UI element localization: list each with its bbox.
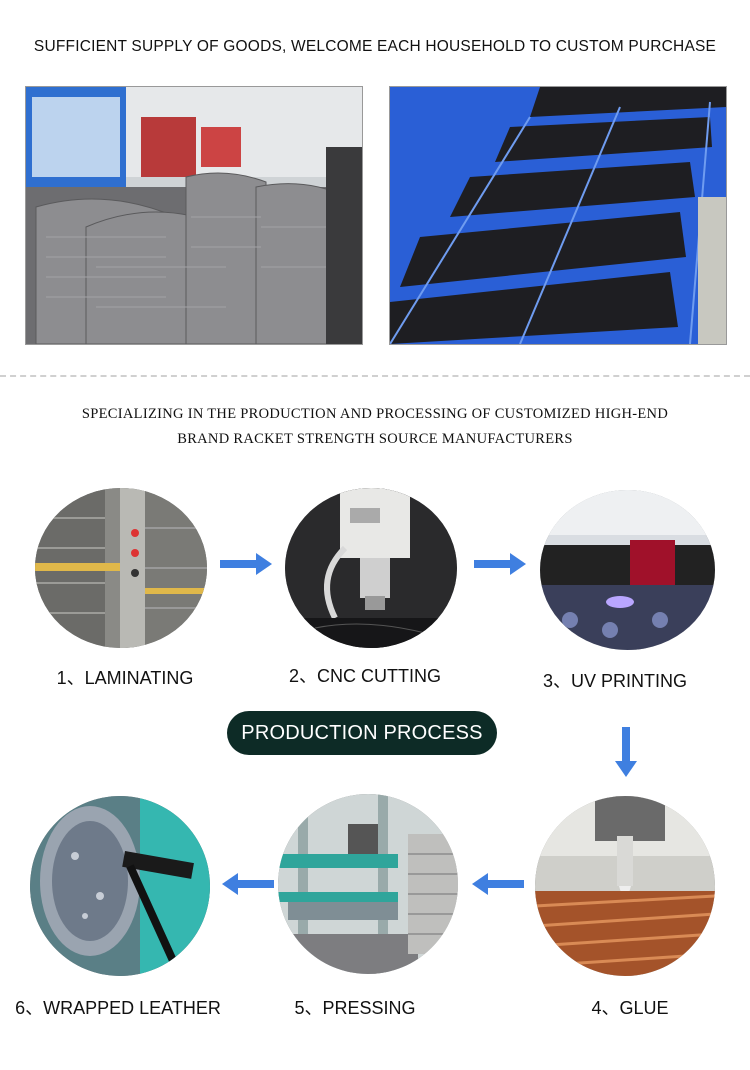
arrow-icon — [472, 873, 524, 895]
step-4-label: 4、GLUE — [591, 998, 669, 1018]
arrow-icon — [615, 727, 637, 777]
arrow-icon — [220, 553, 272, 575]
step-2-image — [285, 488, 457, 648]
intro-subheading: SPECIALIZING IN THE PRODUCTION AND PROCE… — [0, 402, 750, 452]
step-6-image — [30, 796, 210, 976]
step-1-image — [35, 488, 207, 648]
step-5-image — [278, 794, 458, 974]
page-headline: SUFFICIENT SUPPLY OF GOODS, WELCOME EACH… — [33, 38, 717, 55]
step-2-label: 2、CNC CUTTING — [289, 666, 441, 686]
production-process-title: PRODUCTION PROCESS — [227, 711, 497, 755]
step-1-label: 1、LAMINATING — [56, 668, 194, 688]
step-4-image — [535, 796, 715, 976]
section-divider — [0, 375, 750, 377]
step-6-label: 6、WRAPPED LEATHER — [15, 998, 221, 1018]
step-3-image — [540, 490, 715, 650]
intro-line-2: BRAND RACKET STRENGTH SOURCE MANUFACTURE… — [177, 431, 573, 447]
arrow-icon — [222, 873, 274, 895]
warehouse-photo — [25, 86, 363, 345]
baskets-photo — [389, 86, 727, 345]
step-3-label: 3、UV PRINTING — [542, 671, 688, 691]
intro-line-1: SPECIALIZING IN THE PRODUCTION AND PROCE… — [81, 406, 669, 422]
arrow-icon — [474, 553, 526, 575]
step-5-label: 5、PRESSING — [294, 998, 416, 1018]
